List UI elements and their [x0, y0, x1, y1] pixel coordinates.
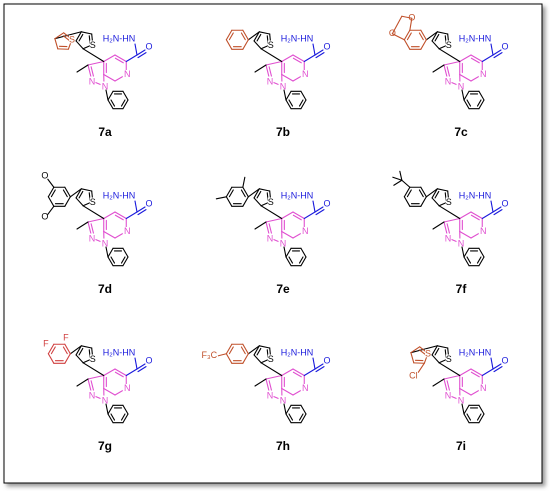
pyrazole-n2-atom: N	[267, 76, 274, 86]
pyrazole-n1-atom: N	[280, 395, 287, 405]
hydrazide-label: H₂N-HN	[459, 33, 492, 43]
methoxy-o1-atom: O	[41, 171, 48, 181]
compound-label: 7c	[454, 125, 468, 139]
thiophene-s-atom: S	[90, 40, 96, 50]
pyridine-n-atom: N	[302, 383, 309, 393]
compound-label: 7i	[456, 439, 466, 453]
thiophene-s-atom: S	[446, 40, 452, 50]
carbonyl-o-atom: O	[145, 198, 152, 208]
pyridine-n-atom: N	[124, 383, 131, 393]
pyrazole-n2-atom: N	[89, 390, 96, 400]
thiophene-s-atom: S	[446, 197, 452, 207]
compound-label: 7a	[98, 125, 112, 139]
methoxy-o2-atom: O	[41, 212, 48, 222]
compound-label: 7g	[98, 439, 112, 453]
hydrazide-label: H₂N-HN	[103, 190, 136, 200]
pyridine-n-atom: N	[302, 69, 309, 79]
carbonyl-o-atom: O	[501, 355, 508, 365]
carbonyl-o-atom: O	[501, 41, 508, 51]
pyrazole-n2-atom: N	[267, 390, 274, 400]
pyrazole-n2-atom: N	[445, 233, 452, 243]
hydrazide-label: H₂N-HN	[103, 33, 136, 43]
pyrazole-n2-atom: N	[445, 76, 452, 86]
thiophene-s-atom: S	[90, 197, 96, 207]
thiophene-s-atom: S	[268, 197, 274, 207]
carbonyl-o-atom: O	[323, 198, 330, 208]
pyrazole-n1-atom: N	[102, 395, 109, 405]
substituent-s-atom: S	[69, 35, 75, 45]
pyrazole-n1-atom: N	[280, 81, 287, 91]
pyridine-n-atom: N	[124, 69, 131, 79]
carbonyl-o-atom: O	[145, 355, 152, 365]
compound-label: 7f	[456, 282, 468, 296]
dioxole-o2-atom: O	[389, 28, 396, 38]
pyrazole-n1-atom: N	[458, 395, 465, 405]
carbonyl-o-atom: O	[323, 355, 330, 365]
compound-label: 7d	[98, 282, 112, 296]
fluorine-1-atom: F	[63, 333, 69, 343]
chlorine-atom: Cl	[409, 371, 418, 381]
pyrazole-n2-atom: N	[89, 233, 96, 243]
hydrazide-label: H₂N-HN	[281, 33, 314, 43]
pyrazole-n1-atom: N	[458, 238, 465, 248]
pyridine-n-atom: N	[302, 226, 309, 236]
hydrazide-label: H₂N-HN	[459, 190, 492, 200]
fluorine-2-atom: F	[43, 339, 49, 349]
pyrazole-n2-atom: N	[267, 233, 274, 243]
carbonyl-o-atom: O	[145, 41, 152, 51]
pyrazole-n1-atom: N	[458, 81, 465, 91]
dioxole-o1-atom: O	[408, 13, 415, 23]
pyridine-n-atom: N	[480, 226, 487, 236]
compound-label: 7h	[276, 439, 290, 453]
pyrazole-n1-atom: N	[102, 81, 109, 91]
pyrazole-n1-atom: N	[280, 238, 287, 248]
pyridine-n-atom: N	[124, 226, 131, 236]
hydrazide-label: H₂N-HN	[459, 347, 492, 357]
carbonyl-o-atom: O	[323, 41, 330, 51]
carbonyl-o-atom: O	[501, 198, 508, 208]
compound-label: 7e	[276, 282, 290, 296]
thiophene-s-atom: S	[268, 40, 274, 50]
pyrazole-n2-atom: N	[445, 390, 452, 400]
pyridine-n-atom: N	[480, 69, 487, 79]
thiophene-s-atom: S	[446, 354, 452, 364]
pyridine-n-atom: N	[480, 383, 487, 393]
thiophene-s-atom: S	[90, 354, 96, 364]
compound-label: 7b	[276, 125, 290, 139]
thiophene-s-atom: S	[268, 354, 274, 364]
cf3-label: F₃C	[202, 350, 218, 360]
hydrazide-label: H₂N-HN	[281, 347, 314, 357]
hydrazide-label: H₂N-HN	[281, 190, 314, 200]
hydrazide-label: H₂N-HN	[103, 347, 136, 357]
pyrazole-n1-atom: N	[102, 238, 109, 248]
pyrazole-n2-atom: N	[89, 76, 96, 86]
substituent-s-atom: S	[425, 349, 431, 359]
